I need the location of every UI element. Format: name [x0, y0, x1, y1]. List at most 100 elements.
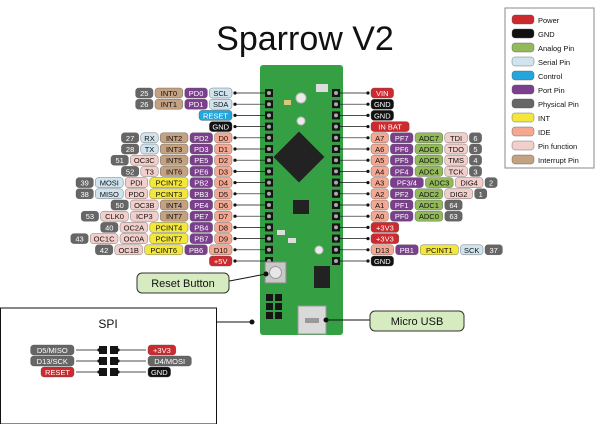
spi-leader-dot: [97, 370, 101, 374]
pin-tag-bg: [444, 188, 473, 200]
pin-tag-bg: [95, 244, 114, 256]
legend-swatch: [511, 84, 535, 95]
pin-tag-label: 2: [489, 179, 493, 188]
board-micro-usb-port: [305, 318, 319, 323]
pin-tag-label: PF5: [395, 156, 409, 165]
pin-tag-bg: [121, 143, 140, 155]
pin-tag-bg: [414, 188, 443, 200]
pin-tag: INT5: [159, 154, 189, 166]
pin-tag: A4: [370, 166, 389, 177]
pin-tag: PCINT7: [149, 233, 189, 244]
spi-title: SPI: [98, 317, 117, 331]
spi-leader-dot: [116, 348, 120, 352]
left-pin-labels: SCLPD0INT025SDAPD1INT126RESETGNDD0PD2INT…: [70, 87, 265, 267]
board-spi-pin: [266, 303, 273, 310]
header-pin-hole: [267, 203, 271, 207]
header-pin-hole: [267, 135, 271, 140]
pin-tag-label: PDI: [130, 179, 143, 188]
pin-tag-bg: [209, 244, 233, 256]
pin-tag: D4: [214, 177, 233, 188]
header-pin-hole: [334, 247, 338, 252]
legend-label: Port Pin: [538, 86, 565, 95]
pin-tag-bg: [198, 110, 233, 121]
pin-tag-bg: [189, 233, 213, 244]
pin-tag-bg: [444, 132, 468, 144]
pin-tag-label: MOSI: [100, 179, 119, 188]
pin-tag-bg: [149, 177, 189, 188]
pin-tag: D0: [214, 132, 233, 144]
pin-tag-bg: [474, 188, 488, 200]
pin-tag-label: CLK0: [105, 212, 124, 221]
spi-leader-dot: [97, 359, 101, 363]
board-spi-pin: [275, 303, 282, 310]
pin-leader-dot: [233, 169, 237, 173]
board-component: [314, 266, 330, 288]
pin-tag-bg: [149, 188, 189, 200]
pin-tag-label: GND: [374, 257, 391, 266]
pin-tag-label: ADC7: [419, 134, 439, 143]
pin-tag-label: 64: [449, 201, 457, 210]
header-pin-hole: [334, 91, 338, 95]
pin-tag: TCK: [444, 166, 468, 177]
pin-tag-bg: [144, 244, 184, 256]
pin-tag-bg: [100, 210, 129, 222]
pin-tag: OC3B: [130, 199, 159, 211]
board-spi-pin: [266, 312, 273, 319]
pin-tag: PCINT1: [420, 244, 459, 256]
pin-tag: PD2: [189, 132, 213, 144]
pin-tag: RX: [140, 132, 159, 144]
pin-tag: D5: [214, 188, 233, 200]
pin-tag-label: ADC1: [419, 201, 439, 210]
pin-tag: PB6: [184, 244, 208, 256]
board-reset-button-cap[interactable]: [269, 266, 282, 279]
board-spi-pin: [266, 294, 273, 301]
pin-tag: PB1: [395, 244, 419, 256]
spi-pin: [110, 357, 118, 365]
pin-tag-label: OC3B: [134, 201, 154, 210]
pin-tag-label: IN BAT: [378, 123, 402, 132]
pin-tag: GND: [370, 255, 394, 267]
pin-tag-bg: [370, 143, 389, 155]
pin-tag-label: A2: [375, 190, 384, 199]
pin-tag-label: PE4: [194, 201, 208, 210]
pin-tag: +5V: [209, 255, 233, 267]
legend-label: Pin function: [538, 142, 577, 151]
pin-tag-label: INT0: [161, 89, 177, 98]
pin-tag-label: 53: [86, 212, 94, 221]
legend-swatch: [511, 42, 535, 53]
pin-tag-bg: [214, 233, 233, 244]
pin-tag-bg: [189, 177, 213, 188]
pin-tag-bg: [209, 98, 233, 110]
spi-pins: [99, 346, 118, 376]
pin-tag: +3V3: [147, 344, 176, 356]
pin-tag-label: A0: [375, 212, 384, 221]
pin-tag-bg: [149, 222, 189, 233]
pin-tag: ADC3: [425, 177, 454, 188]
pin-tag-label: VIN: [376, 89, 389, 98]
pin-tag-bg: [414, 210, 443, 222]
board-header-pins: [265, 89, 340, 265]
pin-tag-label: PB4: [194, 223, 208, 232]
pin-tag-bg: [370, 255, 394, 267]
pin-tag-bg: [444, 143, 468, 155]
pin-tag: 4: [469, 154, 482, 166]
header-pin-hole: [334, 225, 338, 230]
pin-leader-dot: [233, 203, 237, 207]
pin-tag-bg: [159, 210, 189, 222]
pin-tag: TX: [140, 143, 159, 155]
pin-tag-bg: [390, 154, 414, 166]
spi-leader-dot: [116, 370, 120, 374]
legend-swatch: [511, 126, 535, 137]
pin-tag-bg: [159, 143, 189, 155]
pin-tag-label: A3: [375, 179, 384, 188]
pin-tag-label: INT1: [161, 100, 177, 109]
board-regulator: [293, 200, 309, 214]
pin-tag-label: D7: [219, 212, 229, 221]
header-pin-hole: [334, 214, 338, 219]
pin-tag-bg: [149, 233, 189, 244]
pin-tag: MOSI: [95, 177, 124, 188]
pin-tag: D6: [214, 199, 233, 211]
pin-tag-bg: [209, 255, 233, 267]
pin-tag: 5: [469, 143, 482, 155]
